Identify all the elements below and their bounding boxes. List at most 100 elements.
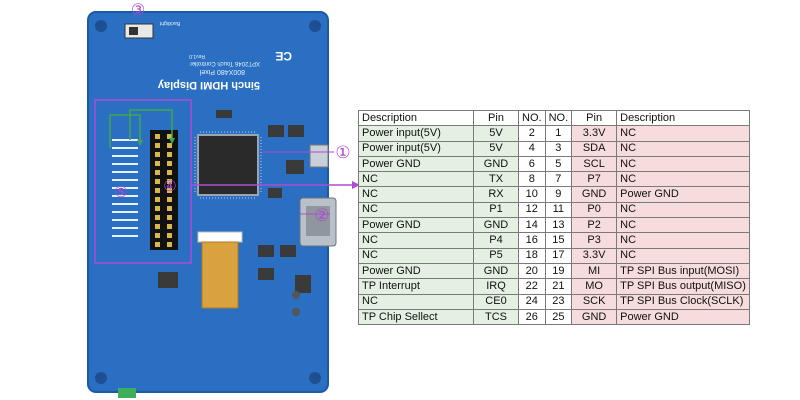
pin-table-header-row: Description Pin NO. NO. Pin Description <box>358 109 750 127</box>
header-pin <box>155 188 160 193</box>
header-pin <box>155 197 160 202</box>
pin-name-left: CE0 <box>473 293 519 310</box>
pin-name-right: P2 <box>571 217 618 234</box>
wire-green <box>129 109 173 140</box>
pin-number-right: 21 <box>544 278 573 295</box>
pin-number-left: 8 <box>518 171 546 188</box>
pin-number-left: 4 <box>518 140 546 157</box>
pin-name-left: GND <box>473 155 519 173</box>
header-pin <box>167 152 172 157</box>
pin-name-left: GND <box>473 262 519 280</box>
pin-number-left: 22 <box>518 278 546 295</box>
pcb-board <box>88 12 328 392</box>
pin-description-left: NC <box>358 293 474 310</box>
component <box>292 291 300 299</box>
pin-description-right: TP SPI Bus input(MOSI) <box>616 262 750 280</box>
header-pin <box>167 242 172 247</box>
mounting-hole <box>309 372 321 384</box>
pin-number-right: 23 <box>544 293 573 310</box>
pin-description-right: TP SPI Bus output(MISO) <box>616 278 750 295</box>
pin-number-right: 9 <box>544 186 573 203</box>
pin-description-right: NC <box>616 217 750 234</box>
pin-number-right: 11 <box>544 201 573 219</box>
pin-description-left: NC <box>358 186 474 203</box>
header-pin <box>167 188 172 193</box>
component <box>286 160 304 174</box>
pin-name-left: TX <box>473 171 519 188</box>
pin-description-left: NC <box>358 247 474 264</box>
header-pin <box>155 134 160 139</box>
header-pin <box>167 215 172 220</box>
pin-name-left: IRQ <box>473 278 519 295</box>
pin-name-right: SCL <box>571 155 618 173</box>
pin-number-left: 12 <box>518 201 546 219</box>
pin-header <box>150 130 178 250</box>
header-pin <box>155 224 160 229</box>
component <box>288 125 304 137</box>
header-pin <box>155 170 160 175</box>
component <box>295 275 311 293</box>
pin-description-left: NC <box>358 201 474 219</box>
board-resolution: 800X480 Pixel <box>199 68 245 75</box>
pin-number-right: 15 <box>544 232 573 249</box>
pin-name-right: 3.3V <box>571 247 618 264</box>
pin-name-left: GND <box>473 217 519 234</box>
pin-description-left: Power input(5V) <box>358 140 474 157</box>
header-pin <box>167 233 172 238</box>
header-pin <box>155 152 160 157</box>
pin-description-left: NC <box>358 232 474 249</box>
component <box>216 110 232 118</box>
pin-number-right: 5 <box>544 155 573 173</box>
board-revision: Rev1.0 <box>189 53 205 59</box>
pin-description-right: NC <box>616 247 750 264</box>
header-pin <box>155 143 160 148</box>
pin-number-right: 1 <box>544 125 573 142</box>
component <box>258 268 274 280</box>
header-pin <box>155 161 160 166</box>
pin-description-left: TP Chip Sellect <box>358 308 474 326</box>
pin-description-right: Power GND <box>616 186 750 203</box>
pin-name-left: 5V <box>473 125 519 142</box>
header-description-right: Description <box>616 109 750 127</box>
header-pin <box>167 170 172 175</box>
header-pin <box>167 143 172 148</box>
pin-number-left: 26 <box>518 308 546 326</box>
pin-description-left: Power GND <box>358 217 474 234</box>
pin-number-right: 17 <box>544 247 573 264</box>
header-pin <box>167 179 172 184</box>
pin-name-left: P4 <box>473 232 519 249</box>
pin-number-right: 3 <box>544 140 573 157</box>
mounting-hole <box>95 20 107 32</box>
pin-name-right: SDA <box>571 140 618 157</box>
pin-table: Description Pin NO. NO. Pin Description … <box>358 109 750 326</box>
pin-description-right: NC <box>616 155 750 173</box>
mounting-hole <box>95 372 107 384</box>
header-pin <box>155 179 160 184</box>
pin-description-left: Power GND <box>358 262 474 280</box>
callout-1: ① <box>335 143 350 163</box>
pin-name-left: 5V <box>473 140 519 157</box>
pin-description-right: NC <box>616 232 750 249</box>
header-no-right: NO. <box>544 109 573 127</box>
pin-number-left: 6 <box>518 155 546 173</box>
header-pin <box>167 206 172 211</box>
pin-name-right: MI <box>571 262 618 280</box>
header-pin <box>155 206 160 211</box>
pin-name-right: 3.3V <box>571 125 618 142</box>
pin-description-right: TP SPI Bus Clock(SCLK) <box>616 293 750 310</box>
pin-name-right: GND <box>571 308 618 326</box>
component <box>280 245 296 257</box>
pin-name-right: P7 <box>571 171 618 188</box>
pin-name-right: GND <box>571 186 618 203</box>
pin-name-left: TCS <box>473 308 519 326</box>
pin-name-right: P0 <box>571 201 618 219</box>
